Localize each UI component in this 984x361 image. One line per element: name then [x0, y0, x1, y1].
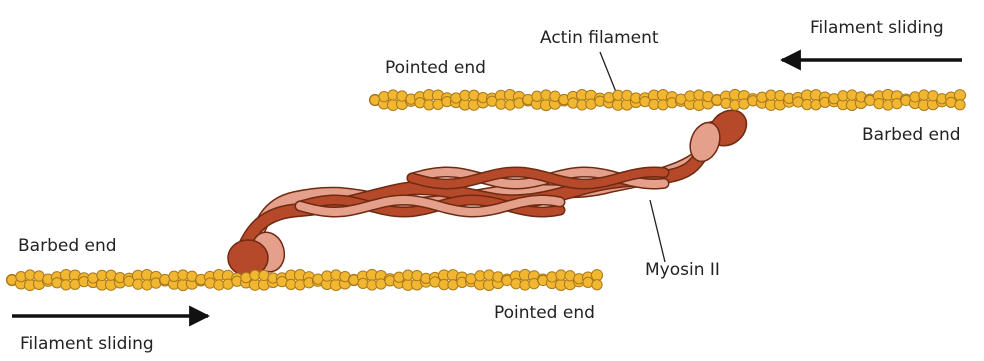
actin-subunit: [592, 280, 602, 290]
actin-subunit: [910, 92, 920, 102]
bottom-pointed-end-label: Pointed end: [494, 305, 595, 322]
actin-subunit: [205, 278, 215, 288]
bottom-barbed-end-label: Barbed end: [18, 238, 117, 255]
actin-subunit: [547, 272, 557, 282]
top-pointed-end-label: Pointed end: [385, 60, 486, 77]
bottom-filament-sliding-label: Filament sliding: [20, 336, 154, 353]
actin-leader-line: [600, 52, 616, 92]
actin-subunit: [142, 280, 152, 290]
actin-subunit: [505, 100, 515, 110]
top-filament-sliding-label: Filament sliding: [810, 20, 944, 37]
myosin-leader-line: [650, 200, 665, 262]
actin-subunit: [484, 270, 494, 280]
myosin-label: Myosin II: [645, 262, 720, 279]
actin-subunit: [955, 100, 965, 110]
actin-filament-top: [369, 89, 965, 110]
myosin-ii-molecule: [228, 103, 754, 276]
top-barbed-end-label: Barbed end: [862, 127, 961, 144]
actin-subunit: [568, 98, 578, 108]
actin-subunit: [847, 90, 857, 100]
actin-filament-label: Actin filament: [540, 30, 659, 47]
actin-filament-bottom: [6, 269, 602, 290]
